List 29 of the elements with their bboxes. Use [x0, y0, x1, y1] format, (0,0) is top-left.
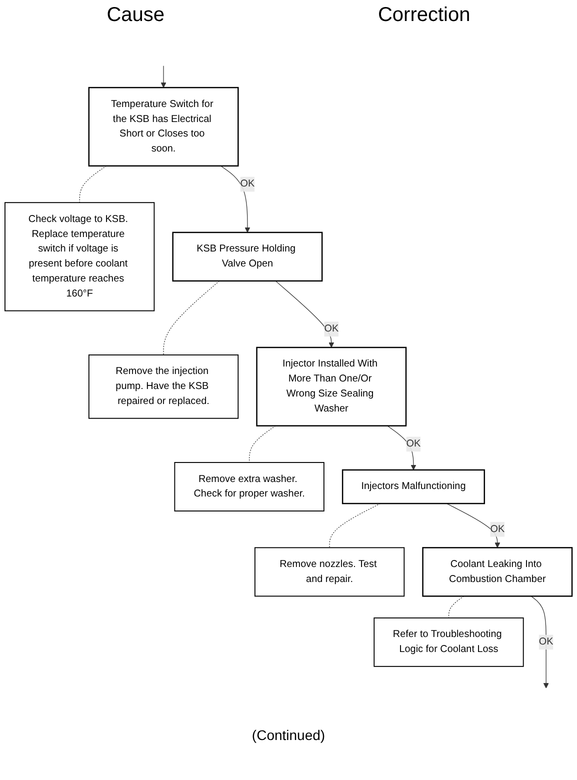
connector — [79, 166, 107, 203]
connector — [163, 280, 220, 356]
connector — [446, 503, 500, 548]
connector — [275, 280, 334, 348]
connector — [448, 596, 464, 618]
node-box: Injector Installed With More Than One/Or Wrong Size Sealing Washer — [256, 346, 407, 426]
node-box: Check voltage to KSB. Replace temperature switch if voltage is present before coolant temperature reaches 160°F — [4, 202, 155, 312]
edge-label: OK — [490, 524, 505, 534]
node-box: Coolant Leaking Into Combustion Chamber — [422, 547, 573, 597]
edge-label: OK — [324, 324, 339, 334]
edge-label: OK — [538, 636, 554, 648]
node-box: Temperature Switch for the KSB has Electrical Short or Closes too soon. — [88, 86, 239, 167]
connector — [160, 66, 166, 88]
edge-label: OK — [240, 178, 255, 190]
connector — [530, 596, 549, 688]
connector — [387, 426, 416, 470]
edge-label: OK — [406, 438, 421, 450]
node-box: Remove nozzles. Test and repair. — [254, 547, 405, 597]
node-box: Refer to Troubleshooting Logic for Coolant Loss — [374, 617, 524, 667]
node-box: Injectors Malfunctioning — [342, 469, 486, 504]
node-box: KSB Pressure Holding Valve Open — [172, 232, 323, 282]
node-box: Remove the injection pump. Have the KSB repaired or replaced. — [88, 354, 239, 419]
connector — [329, 503, 381, 548]
connector — [220, 166, 250, 233]
continued-note: (Continued) — [250, 727, 326, 743]
connector — [249, 426, 276, 463]
node-box: Remove extra washer. Check for proper washer. — [174, 462, 324, 512]
column-heading: Correction — [378, 4, 470, 27]
column-heading: Cause — [106, 4, 165, 27]
